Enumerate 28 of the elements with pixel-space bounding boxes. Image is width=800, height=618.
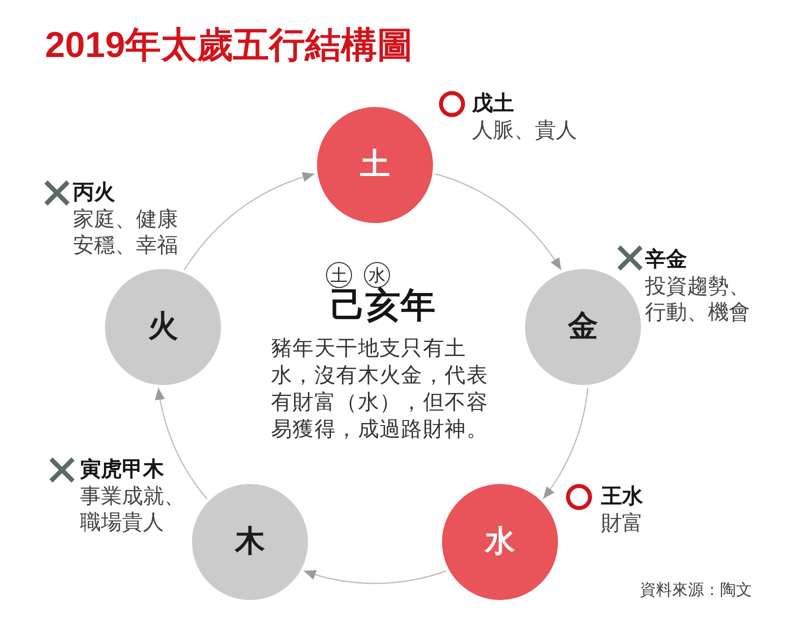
annotation-heading: 辛金 xyxy=(645,246,687,273)
annotation-heading: 丙火 xyxy=(73,180,115,206)
annotation-heading: 王水 xyxy=(601,484,643,510)
arrow xyxy=(435,173,562,270)
annotation-heading: 寅虎甲木 xyxy=(80,456,164,483)
annotation-text: 家庭、健康安穩、幸福 xyxy=(73,207,179,259)
element-label: 土 xyxy=(360,150,390,180)
element-label: 金 xyxy=(568,312,598,342)
chart-title: 2019年太歲五行結構圖 xyxy=(45,23,414,67)
element-label: 木 xyxy=(235,527,265,557)
source-note: 資料來源：陶文 xyxy=(640,580,753,601)
annotation-text: 投資趨勢、行動、機會 xyxy=(645,274,751,326)
circled-character: 土 xyxy=(330,266,348,284)
annotation-text: 人脈、貴人 xyxy=(472,118,578,144)
annotation-text: 事業成就、職場貴人 xyxy=(80,484,186,536)
annotation-heading: 戊土 xyxy=(472,91,514,117)
element-label: 火 xyxy=(148,312,178,342)
element-label: 水 xyxy=(485,527,515,557)
annotation-text: 財富 xyxy=(601,511,644,537)
description-text: 豬年天干地支只有土水，沒有木火金，代表有財富（水），但不容易獲得，成過路財神。 xyxy=(271,336,489,443)
center-title: 己亥年 xyxy=(330,286,436,326)
outline-circle xyxy=(364,262,390,288)
arrow xyxy=(542,388,588,500)
circled-character: 水 xyxy=(368,266,386,284)
arrow xyxy=(154,388,208,500)
arrow xyxy=(184,172,315,270)
arrow xyxy=(304,570,446,584)
outline-circle xyxy=(326,262,352,288)
